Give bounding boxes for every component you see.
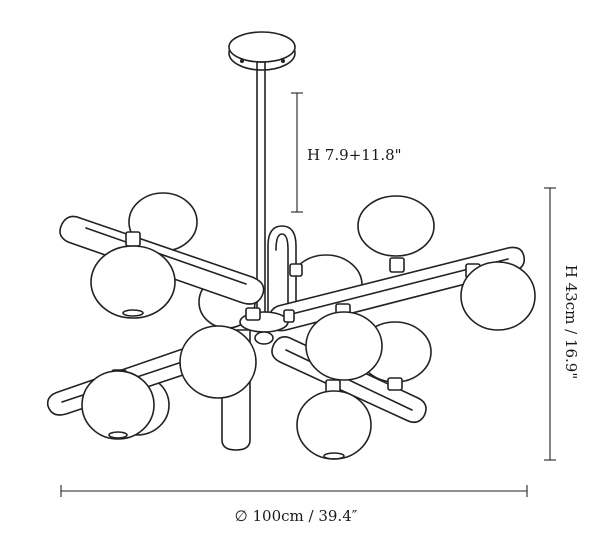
height-dimension: H 43cm / 16.9": [544, 187, 580, 461]
shade-right-lower-socket: [283, 309, 403, 391]
diameter-dimension-label: ∅ 100cm / 39.4″: [235, 507, 358, 525]
diameter-dimension: ∅ 100cm / 39.4″: [60, 485, 528, 525]
shade-lower-left: [81, 369, 155, 440]
shade-left-upper: [90, 231, 176, 319]
shade-upper-right-socket: [289, 257, 405, 277]
shade-right-center: [305, 303, 383, 381]
height-dimension-label: H 43cm / 16.9": [562, 265, 580, 379]
shade-far-right: [460, 261, 536, 331]
drop-dimension: H 7.9+11.8": [291, 92, 402, 213]
drop-dimension-label: H 7.9+11.8": [307, 146, 402, 164]
shade-center: [179, 307, 261, 399]
shade-bottom: [296, 379, 372, 460]
ceiling-canopy: [228, 31, 296, 71]
front-shades: [81, 231, 536, 460]
down-rod: [256, 61, 266, 313]
